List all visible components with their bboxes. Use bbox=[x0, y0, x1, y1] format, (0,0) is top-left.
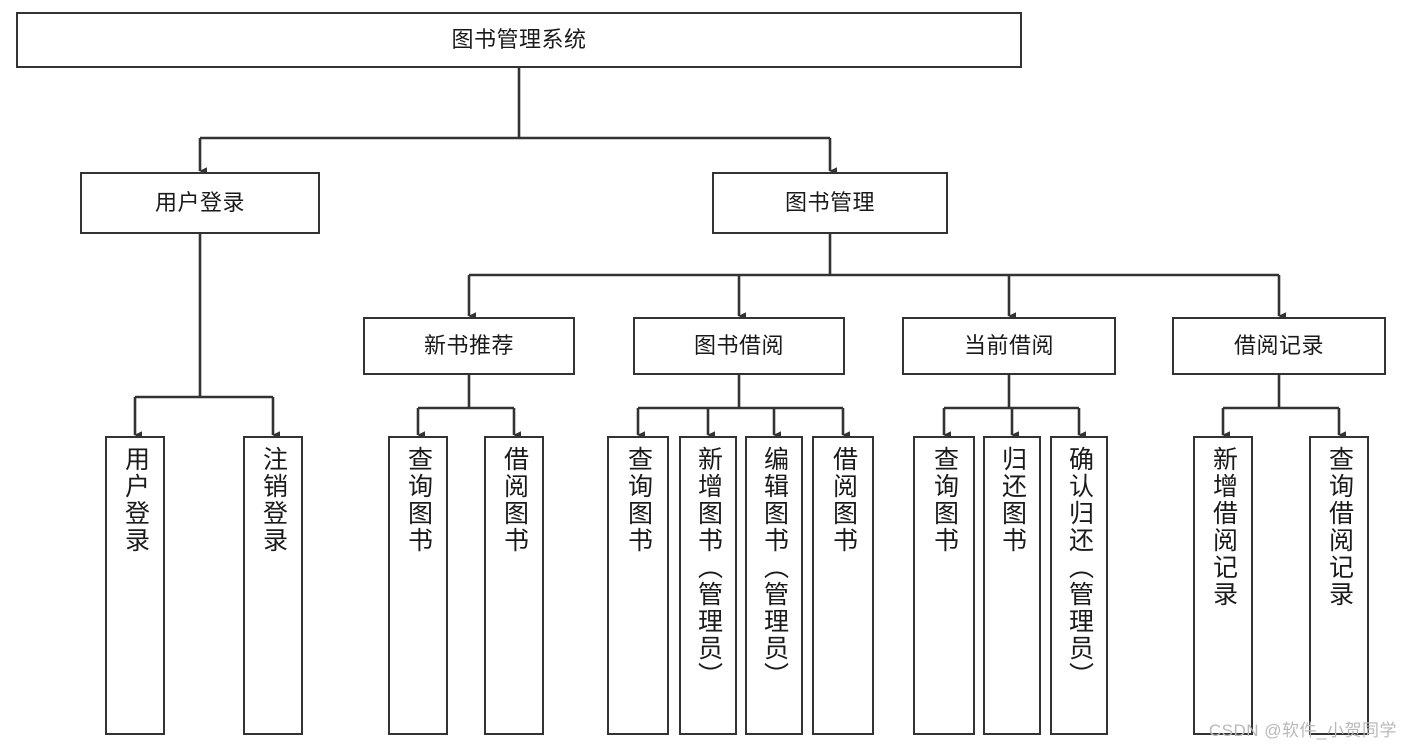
node-records[interactable]: 借阅记录 bbox=[1172, 317, 1386, 375]
node-label: 查询图书 bbox=[404, 446, 433, 554]
node-label: 借阅记录 bbox=[1233, 333, 1324, 359]
node-leaf-edit-book[interactable]: 编辑图书（管理员） bbox=[745, 436, 803, 735]
node-label: 新书推荐 bbox=[423, 333, 514, 359]
node-label: 新增图书（管理员） bbox=[694, 446, 723, 689]
node-leaf-query-record[interactable]: 查询借阅记录 bbox=[1309, 436, 1369, 735]
node-leaf-return-book[interactable]: 归还图书 bbox=[983, 436, 1041, 735]
node-login[interactable]: 用户登录 bbox=[80, 172, 320, 234]
node-label: 归还图书 bbox=[998, 446, 1027, 554]
node-current[interactable]: 当前借阅 bbox=[902, 317, 1116, 375]
node-label: 当前借阅 bbox=[963, 333, 1054, 359]
node-leaf-query-book-3[interactable]: 查询图书 bbox=[913, 436, 975, 735]
node-leaf-query-book-2[interactable]: 查询图书 bbox=[607, 436, 669, 735]
watermark-text: CSDN @软件_小贺同学 bbox=[1208, 721, 1397, 740]
node-leaf-confirm-return[interactable]: 确认归还（管理员） bbox=[1050, 436, 1108, 735]
node-leaf-logout[interactable]: 注销登录 bbox=[243, 436, 303, 735]
node-label: 借阅图书 bbox=[829, 446, 858, 554]
node-label: 注销登录 bbox=[259, 446, 288, 554]
node-leaf-user-login[interactable]: 用户登录 bbox=[105, 436, 165, 735]
node-borrow[interactable]: 图书借阅 bbox=[633, 317, 845, 375]
node-root[interactable]: 图书管理系统 bbox=[16, 12, 1022, 68]
node-label: 查询借阅记录 bbox=[1325, 446, 1354, 608]
node-bookmgmt[interactable]: 图书管理 bbox=[712, 172, 948, 234]
node-label: 查询图书 bbox=[624, 446, 653, 554]
node-label: 编辑图书（管理员） bbox=[760, 446, 789, 689]
node-label: 查询图书 bbox=[930, 446, 959, 554]
node-leaf-query-book-1[interactable]: 查询图书 bbox=[388, 436, 448, 735]
node-newbook[interactable]: 新书推荐 bbox=[363, 317, 575, 375]
node-leaf-borrow-book-1[interactable]: 借阅图书 bbox=[484, 436, 544, 735]
node-label: 图书借阅 bbox=[693, 333, 784, 359]
node-label: 用户登录 bbox=[154, 190, 245, 216]
node-leaf-add-record[interactable]: 新增借阅记录 bbox=[1193, 436, 1253, 735]
node-label: 图书管理 bbox=[784, 190, 875, 216]
node-leaf-borrow-book-2[interactable]: 借阅图书 bbox=[812, 436, 874, 735]
node-label: 确认归还（管理员） bbox=[1065, 446, 1094, 689]
node-label: 图书管理系统 bbox=[451, 27, 587, 53]
node-leaf-add-book[interactable]: 新增图书（管理员） bbox=[679, 436, 737, 735]
node-label: 新增借阅记录 bbox=[1209, 446, 1238, 608]
node-label: 借阅图书 bbox=[500, 446, 529, 554]
node-label: 用户登录 bbox=[121, 446, 150, 554]
